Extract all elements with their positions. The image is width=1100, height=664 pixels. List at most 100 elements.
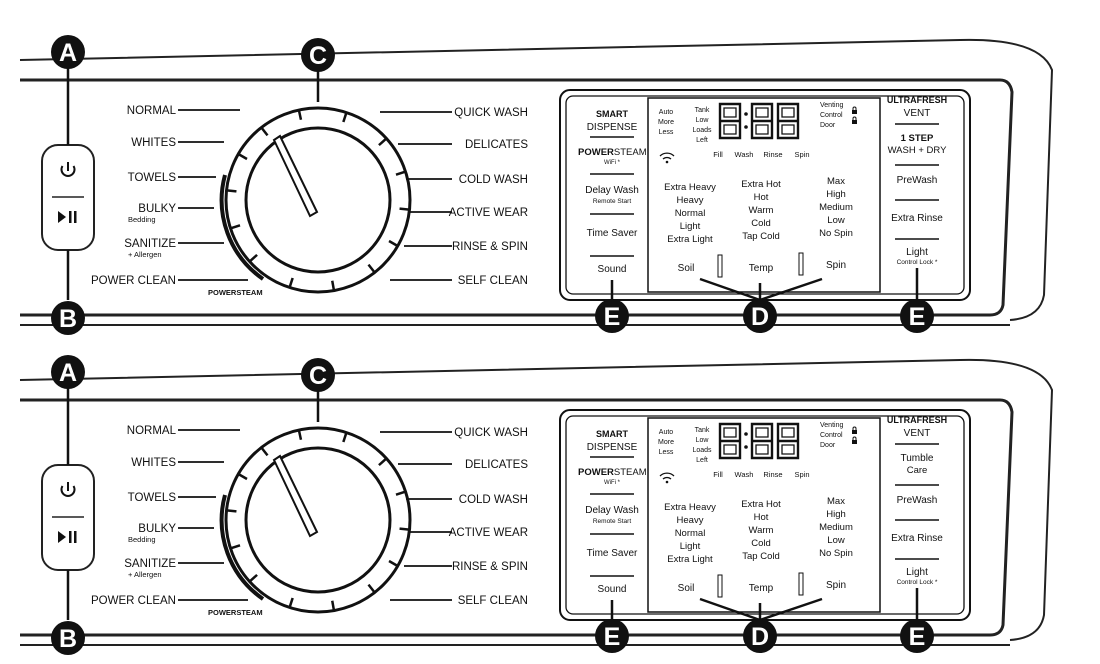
- cycle-option-right[interactable]: SELF CLEAN: [390, 275, 528, 287]
- segment-inner: [781, 107, 795, 135]
- cycle-option-right[interactable]: COLD WASH: [406, 494, 528, 506]
- control-lock-label: Control Lock *: [897, 579, 938, 586]
- dial-steam-arc: [219, 494, 265, 601]
- power-steam-button[interactable]: POWERSTEAM: [578, 467, 647, 478]
- dial-tick: [395, 490, 407, 496]
- smart-dispense-title: SMART: [596, 109, 628, 119]
- ultrafresh-vent-button[interactable]: VENT: [904, 428, 931, 439]
- pause-bar: [74, 211, 77, 223]
- time-saver-button[interactable]: Time Saver: [587, 548, 638, 559]
- callout-c: C: [301, 358, 335, 392]
- cycle-option-left[interactable]: SANITIZE+ Allergen: [124, 238, 224, 259]
- cycle-option-right[interactable]: DELICATES: [398, 139, 528, 151]
- temp-button[interactable]: Temp: [749, 263, 774, 274]
- power-button-area[interactable]: [46, 470, 90, 514]
- ultrafresh-vent-button[interactable]: VENT: [904, 108, 931, 119]
- cycle-selector-dial[interactable]: [219, 426, 412, 614]
- delay-wash-button[interactable]: Delay Wash: [585, 185, 639, 196]
- cycle-option-left[interactable]: SANITIZE+ Allergen: [124, 558, 224, 579]
- start-pause-button[interactable]: [46, 200, 90, 244]
- temp-level: Tap Cold: [742, 231, 780, 242]
- soil-button[interactable]: Soil: [678, 263, 695, 274]
- power-steam-button[interactable]: POWERSTEAM: [578, 147, 647, 158]
- cycle-option-right[interactable]: ACTIVE WEAR: [409, 207, 528, 219]
- cycle-option-left[interactable]: NORMAL: [127, 105, 240, 117]
- dial-tick: [259, 125, 269, 137]
- option-button-line1[interactable]: Tumble: [901, 453, 934, 464]
- prewash-button[interactable]: PreWash: [897, 175, 938, 186]
- dial-tick: [229, 544, 241, 550]
- cycle-option-right[interactable]: DELICATES: [398, 459, 528, 471]
- prewash-button[interactable]: PreWash: [897, 495, 938, 506]
- cycle-option-left[interactable]: WHITES: [131, 457, 224, 469]
- sound-button[interactable]: Sound: [598, 264, 627, 275]
- cycle-label: NORMAL: [127, 425, 177, 437]
- spin-level: High: [826, 509, 846, 520]
- dial-tick: [399, 207, 411, 211]
- cycle-label: ACTIVE WEAR: [449, 207, 528, 219]
- wifi-icon: [659, 152, 675, 164]
- option-button-line2[interactable]: WASH + DRY: [888, 145, 948, 156]
- cycle-sublabel: Bedding: [128, 535, 156, 544]
- cycle-option-left[interactable]: WHITES: [131, 137, 224, 149]
- cycle-option-left[interactable]: TOWELS: [128, 492, 216, 504]
- wifi-arc: [662, 156, 672, 160]
- cycle-option-right[interactable]: QUICK WASH: [380, 427, 528, 439]
- cycle-option-right[interactable]: RINSE & SPIN: [404, 241, 528, 253]
- dial-knob[interactable]: [244, 126, 392, 274]
- callout-letter: E: [909, 303, 926, 331]
- lock-icon-shackle: [852, 106, 857, 110]
- start-button-area[interactable]: [46, 520, 90, 564]
- soil-level: Heavy: [677, 195, 704, 206]
- power-button-area[interactable]: [46, 150, 90, 194]
- lcd-window: [647, 417, 881, 613]
- light-button[interactable]: Light: [906, 567, 928, 578]
- time-digits-value: 8:88: [0, 0, 2, 1]
- option-button-line2[interactable]: Care: [907, 465, 928, 476]
- power-button[interactable]: [46, 470, 90, 514]
- cycle-option-left[interactable]: TOWELS: [128, 172, 216, 184]
- start-pause-button[interactable]: [46, 520, 90, 564]
- spin-button[interactable]: Spin: [826, 260, 846, 271]
- segment-inner: [781, 427, 795, 455]
- cycle-label: BULKY: [138, 203, 176, 215]
- cycle-option-left[interactable]: NORMAL: [127, 425, 240, 437]
- time-saver-button[interactable]: Time Saver: [587, 228, 638, 239]
- delay-wash-button[interactable]: Delay Wash: [585, 505, 639, 516]
- cycle-option-right[interactable]: SELF CLEAN: [390, 595, 528, 607]
- callout-letter: E: [604, 303, 621, 331]
- cycle-option-right[interactable]: ACTIVE WEAR: [409, 527, 528, 539]
- light-button[interactable]: Light: [906, 247, 928, 258]
- start-button-area[interactable]: [46, 200, 90, 244]
- extra-rinse-button[interactable]: Extra Rinse: [891, 533, 943, 544]
- segment-digit: [718, 102, 742, 140]
- cycle-selector-dial[interactable]: [219, 106, 412, 294]
- soil-level: Extra Heavy: [664, 502, 716, 513]
- cycle-label: BULKY: [138, 523, 176, 535]
- soil-button[interactable]: Soil: [678, 583, 695, 594]
- cycle-option-right[interactable]: COLD WASH: [406, 174, 528, 186]
- option-button-line1[interactable]: 1 STEP: [901, 133, 934, 144]
- spin-button[interactable]: Spin: [826, 580, 846, 591]
- time-digits-value: 8:88: [0, 319, 2, 321]
- extra-rinse-button[interactable]: Extra Rinse: [891, 213, 943, 224]
- wifi-arc: [659, 152, 675, 157]
- cycle-option-right[interactable]: RINSE & SPIN: [404, 561, 528, 573]
- power-button[interactable]: [46, 150, 90, 194]
- callout-circle: [595, 619, 629, 653]
- cycle-status-indicator: Fill: [713, 470, 723, 479]
- cycle-option-right[interactable]: QUICK WASH: [380, 107, 528, 119]
- temp-level: Extra Hot: [741, 499, 781, 510]
- cycle-label: TOWELS: [128, 492, 177, 504]
- dial-knob[interactable]: [244, 446, 392, 594]
- sound-button[interactable]: Sound: [598, 584, 627, 595]
- power-icon: [60, 165, 76, 177]
- temp-level: Tap Cold: [742, 551, 780, 562]
- temp-button[interactable]: Temp: [749, 583, 774, 594]
